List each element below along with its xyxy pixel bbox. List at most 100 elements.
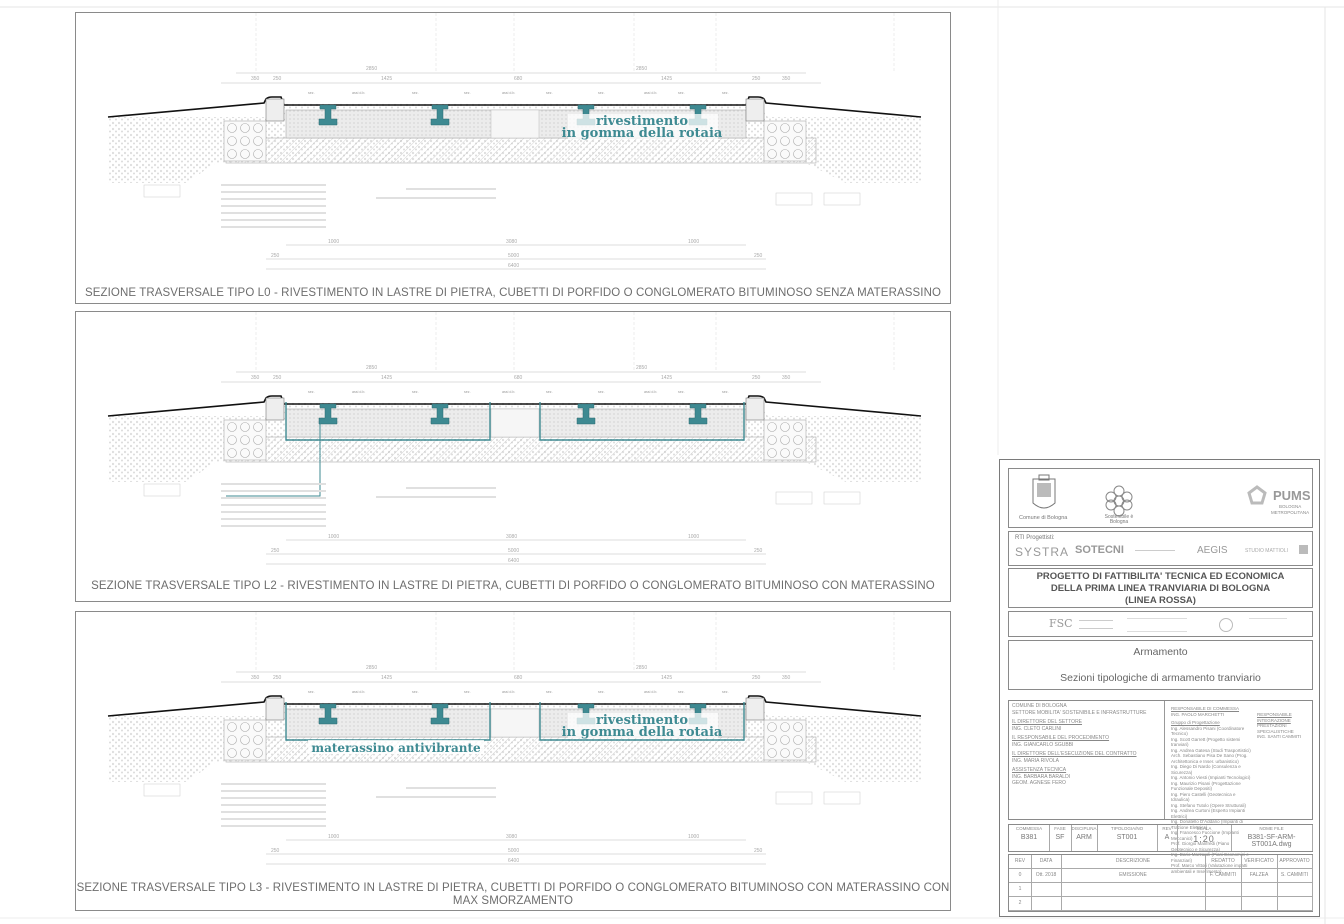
road-surface <box>107 395 922 417</box>
comune-crest-icon <box>1032 474 1056 509</box>
conduit-pipe <box>793 136 803 146</box>
dimension-label: 1425 <box>381 675 392 681</box>
annotation-rail-coating-line1: rivestimento <box>596 114 688 129</box>
side-tag <box>143 483 181 497</box>
dimension-label: 3080 <box>506 239 517 245</box>
project-title-line1: PROGETTO DI FATTIBILITA' TECNICA ED ECON… <box>1036 571 1285 582</box>
pums-sub1: BOLOGNA <box>1279 504 1302 509</box>
code-header: NOME FILE <box>1259 826 1284 831</box>
mat-outline-left <box>285 402 491 441</box>
integration-line: PRESTAZIONI SPECIALISTICHE <box>1257 723 1294 734</box>
conduit-pipe <box>253 722 263 732</box>
conduit-pipe <box>253 748 263 758</box>
dimension-label: 250 <box>273 375 282 381</box>
conduit-pipe <box>793 422 803 432</box>
curb-right <box>745 697 765 721</box>
top-tag: sez. <box>412 91 419 95</box>
conduit-pipe <box>253 149 263 159</box>
conduit-pipe <box>240 448 250 458</box>
design-team-line: Ing. Alessandro Pisani (Coordinatore Tec… <box>1171 725 1245 737</box>
design-team-line: Prof. Marco Vittori (Valutazione impatti… <box>1171 863 1248 874</box>
code-header: TIPOLOGIA/NO <box>1110 826 1144 831</box>
section-title-l3-line1: SEZIONE TRASVERSALE TIPO L3 - RIVESTIMEN… <box>76 882 950 894</box>
dimension-label: 350 <box>251 375 260 381</box>
code-header: SCALA <box>1196 826 1212 831</box>
dimension-label: 6400 <box>508 558 519 564</box>
conduit-block <box>763 419 807 461</box>
dimension-label: 1425 <box>381 76 392 82</box>
design-team-line: Prof. Giorgio Manfredi (Piano Geotecnico… <box>1171 841 1230 852</box>
rail-profile <box>318 703 338 725</box>
conduit-pipe <box>767 448 777 458</box>
rail-profile <box>318 104 338 126</box>
project-title-line3: (LINEA ROSSA) <box>1125 595 1196 606</box>
client-line: ING. MARIA RIVOLA <box>1012 757 1059 764</box>
subject-label: Armamento <box>1133 646 1188 658</box>
central-band <box>490 109 540 139</box>
dimension-label: 2850 <box>366 665 377 671</box>
logos-row: Comune di Bologna Sostenibile è Bologna … <box>1008 468 1313 528</box>
dimension-label: 680 <box>514 675 523 681</box>
revision-cell <box>1031 883 1062 897</box>
top-tag: sez. <box>464 390 471 394</box>
top-tag: sez. <box>546 690 553 694</box>
side-tag <box>775 791 813 805</box>
ministry-logo <box>1249 618 1287 631</box>
logos-artwork <box>1032 474 1267 517</box>
conduit-pipe <box>227 735 237 745</box>
dimension-label: 250 <box>271 548 280 554</box>
dimension-label: 680 <box>514 375 523 381</box>
revision-header: VERIFICATO <box>1241 855 1278 869</box>
design-team-line: Ing. Scott Garrett (Progetto sistemi tra… <box>1171 736 1241 748</box>
rail-profile <box>430 703 450 725</box>
dimension-label: 350 <box>782 675 791 681</box>
conduit-pipe <box>767 123 777 133</box>
side-tag <box>823 791 861 805</box>
client-line: ING. BARBARA BARALDI <box>1012 773 1071 780</box>
dimension-label: 1425 <box>661 375 672 381</box>
revision-cell <box>1241 883 1278 897</box>
revision-cell: Ott. 2018 <box>1031 869 1062 883</box>
top-tag: assi d.b. <box>644 91 657 95</box>
top-tag: sez. <box>546 91 553 95</box>
top-tag: sez. <box>722 690 729 694</box>
top-tag: sez. <box>598 390 605 394</box>
conduit-pipe <box>240 435 250 445</box>
conduit-pipe <box>240 136 250 146</box>
dimension-label: 6400 <box>508 858 519 864</box>
conduit-pipe <box>240 149 250 159</box>
code-value: SF <box>1055 834 1065 841</box>
subtitle-label: Sezioni tipologiche di armamento tranvia… <box>1060 672 1261 684</box>
client-line: SETTORE MOBILITA' SOSTENIBILE E INFRASTR… <box>1012 709 1147 716</box>
mat-outline-right <box>539 702 745 741</box>
dimension-label: 250 <box>752 375 761 381</box>
conduit-pipe <box>780 422 790 432</box>
conduit-pipe <box>793 748 803 758</box>
top-tag: assi d.b. <box>352 690 365 694</box>
conduit-pipe <box>240 735 250 745</box>
integration-line: RESPONSABILE INTEGRAZIONE <box>1257 712 1292 723</box>
conduit-pipe <box>780 722 790 732</box>
revision-header: APPROVATO <box>1277 855 1313 869</box>
firm-placeholder <box>1135 550 1175 556</box>
conduit-pipe <box>767 435 777 445</box>
rail-profile <box>430 403 450 425</box>
conduit-pipe <box>793 722 803 732</box>
title-block: Comune di Bologna Sostenibile è Bologna … <box>999 459 1320 917</box>
firm-aegis: AEGIS <box>1197 545 1228 556</box>
central-band <box>490 708 540 738</box>
design-team-line: Gruppo di Progettazione <box>1171 720 1220 725</box>
dimension-label: 250 <box>752 675 761 681</box>
dimension-label: 5000 <box>508 848 519 854</box>
top-tag: sez. <box>464 690 471 694</box>
conduit-pipe <box>240 722 250 732</box>
dimension-label: 1425 <box>381 375 392 381</box>
rail-profile <box>430 104 450 126</box>
firm-icon <box>1299 545 1308 554</box>
revision-cell <box>1205 883 1242 897</box>
dimension-label: 1425 <box>661 675 672 681</box>
